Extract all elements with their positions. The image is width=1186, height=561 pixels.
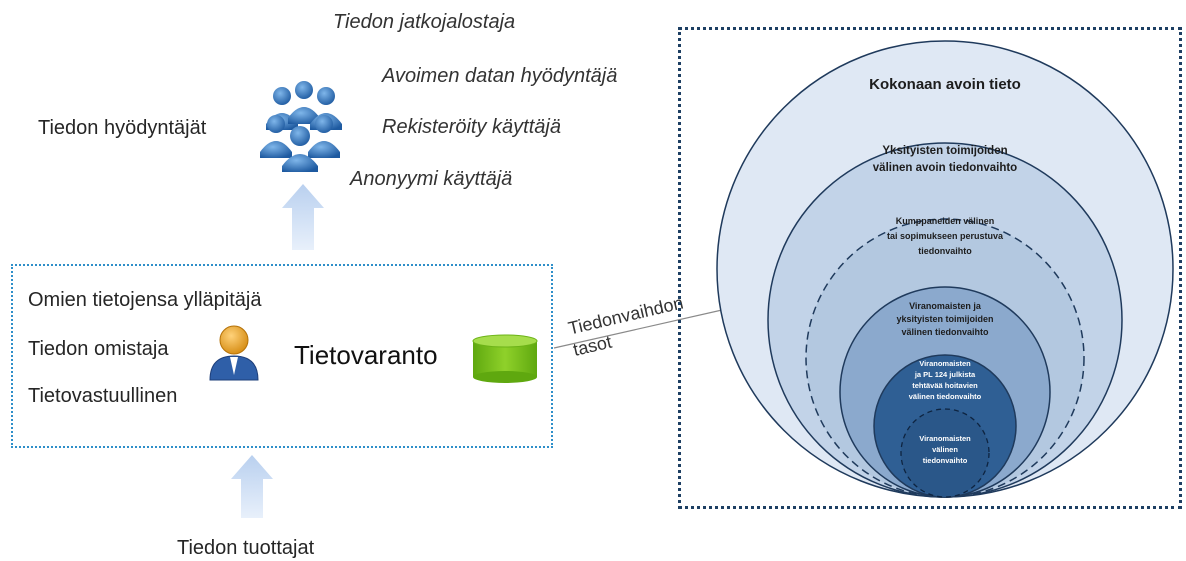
level-label-partners: Kumppaneiden välinen tai sopimukseen per… — [886, 216, 1004, 256]
level-circle-authorities — [900, 408, 990, 498]
up-arrow-to-users — [282, 184, 324, 250]
user-group-icon — [260, 81, 342, 172]
repo-role-maintainer: Omien tietojensa ylläpitäjä — [28, 289, 262, 311]
connector-line — [553, 309, 723, 349]
database-icon — [472, 334, 538, 383]
repository-box — [11, 264, 553, 448]
level-label-outer: Kokonaan avoin tieto — [869, 76, 1021, 93]
repo-role-owner: Tiedon omistaja — [28, 338, 169, 360]
role-registered-user: Rekisteröity käyttäjä — [382, 116, 561, 138]
role-refiner: Tiedon jatkojalostaja — [333, 11, 516, 33]
nested-levels — [716, 40, 1174, 498]
role-open-data-user: Avoimen datan hyödyntäjä — [382, 65, 618, 87]
users-title: Tiedon hyödyntäjät — [38, 117, 207, 139]
levels-frame — [678, 27, 1182, 509]
producers-label: Tiedon tuottajat — [177, 537, 315, 559]
level-label-authority-private: Viranomaisten ja yksityisten toimijoiden… — [896, 301, 994, 337]
person-icon — [209, 325, 259, 381]
up-arrow-from-producers — [231, 455, 273, 518]
repo-role-responsible: Tietovastuullinen — [28, 385, 178, 407]
level-label-private: Yksityisten toimijoiden välinen avoin ti… — [872, 145, 1018, 174]
repository-name: Tietovaranto — [294, 340, 438, 370]
level-label-authority-pl124: Viranomaisten ja PL 124 julkista tehtävä… — [908, 359, 982, 401]
role-anonymous-user: Anonyymi käyttäjä — [350, 168, 513, 190]
level-label-authorities: Viranomaisten välinen tiedonvaihto — [919, 434, 971, 465]
